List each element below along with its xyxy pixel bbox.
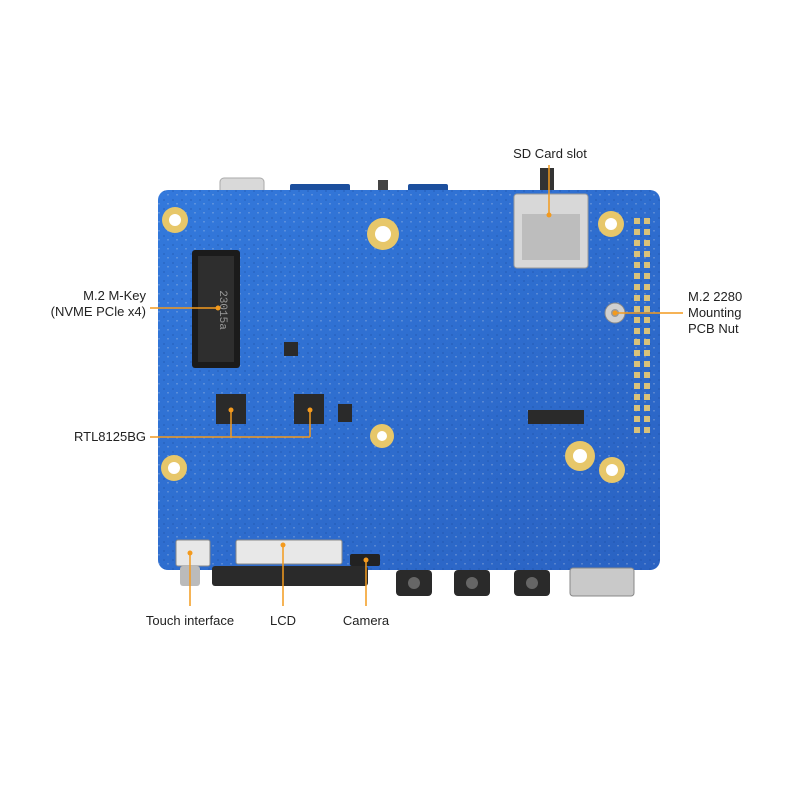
ic-row (528, 410, 584, 424)
mounting-hole-right-b (599, 457, 625, 483)
label-touch-interface-text: Touch interface (145, 613, 235, 628)
label-m2-2280-line2: Mounting (688, 305, 742, 320)
label-rtl8125bg: RTL8125BG (20, 429, 146, 445)
gpio-pin (634, 339, 640, 345)
mounting-hole-top-right (598, 211, 624, 237)
gpio-pin (644, 405, 650, 411)
small-chip-2 (284, 342, 298, 356)
bottom-ports (396, 567, 635, 597)
touch-connector (175, 539, 211, 567)
label-m2-2280-line3: PCB Nut (688, 321, 739, 336)
gpio-pin (634, 416, 640, 422)
mounting-hole-left (161, 455, 187, 481)
gpio-pin (634, 427, 640, 433)
callout-dots (187, 212, 618, 563)
gpio-pin (644, 229, 650, 235)
label-sd-card-slot: SD Card slot (490, 146, 610, 162)
gpio-pin (634, 405, 640, 411)
gpio-pin (644, 262, 650, 268)
gpio-pin (644, 383, 650, 389)
gpio-pin (644, 328, 650, 334)
gpio-pin (634, 251, 640, 257)
mounting-hole-top-left (162, 207, 188, 233)
label-lcd-text: LCD (269, 613, 296, 628)
gpio-pin (644, 339, 650, 345)
gpio-pin (644, 306, 650, 312)
sd-card-slot-inner (522, 214, 580, 260)
label-m2-2280: M.2 2280 Mounting PCB Nut (688, 289, 788, 337)
gpio-pin (644, 218, 650, 224)
gpio-pin (644, 350, 650, 356)
gpio-pin (644, 372, 650, 378)
gpio-pin (634, 240, 640, 246)
gpio-pin (644, 361, 650, 367)
gpio-pin (634, 317, 640, 323)
label-touch-interface: Touch interface (120, 613, 260, 629)
gpio-pin (634, 383, 640, 389)
gpio-pin (644, 317, 650, 323)
gpio-pin (644, 273, 650, 279)
mounting-hole-top-middle (367, 218, 399, 250)
label-camera-text: Camera (342, 613, 390, 628)
gpio-pin (644, 284, 650, 290)
gpio-pin (634, 328, 640, 334)
gpio-pin (644, 251, 650, 257)
gpio-pin (634, 229, 640, 235)
gpio-pin (634, 273, 640, 279)
label-lcd: LCD (243, 613, 323, 629)
mounting-hole-right-a (565, 441, 595, 471)
label-m2-2280-line1: M.2 2280 (688, 289, 743, 304)
callout-lines (150, 165, 683, 606)
gpio-pin (634, 350, 640, 356)
pcb-texture (158, 190, 660, 570)
gpio-pin (634, 361, 640, 367)
gpio-header (634, 218, 650, 433)
gpio-pin (644, 427, 650, 433)
gpio-pin (634, 394, 640, 400)
label-m2-mkey: M.2 M-Key (NVME PCle x4) (20, 288, 146, 320)
label-sd-card-slot-text: SD Card slot (513, 146, 587, 161)
lcd-connector-bar (212, 566, 368, 586)
top-button (378, 180, 388, 194)
small-chip (338, 404, 352, 422)
gpio-pin (644, 416, 650, 422)
gpio-pin (644, 394, 650, 400)
label-camera: Camera (326, 613, 406, 629)
gpio-pin (634, 218, 640, 224)
gpio-pin (644, 295, 650, 301)
gpio-pin (634, 372, 640, 378)
m2-slot-marking: 23015a (216, 290, 228, 330)
label-rtl8125bg-text: RTL8125BG (73, 429, 146, 444)
sd-card-protrusion (540, 168, 554, 194)
gpio-pin (634, 262, 640, 268)
lcd-connector (235, 539, 343, 565)
gpio-pin (644, 240, 650, 246)
mounting-hole-middle (370, 424, 394, 448)
gpio-pin (634, 306, 640, 312)
label-m2-mkey-line2: (NVME PCle x4) (50, 304, 146, 319)
gpio-pin (634, 284, 640, 290)
gpio-pin (634, 295, 640, 301)
label-m2-mkey-line1: M.2 M-Key (83, 288, 146, 303)
